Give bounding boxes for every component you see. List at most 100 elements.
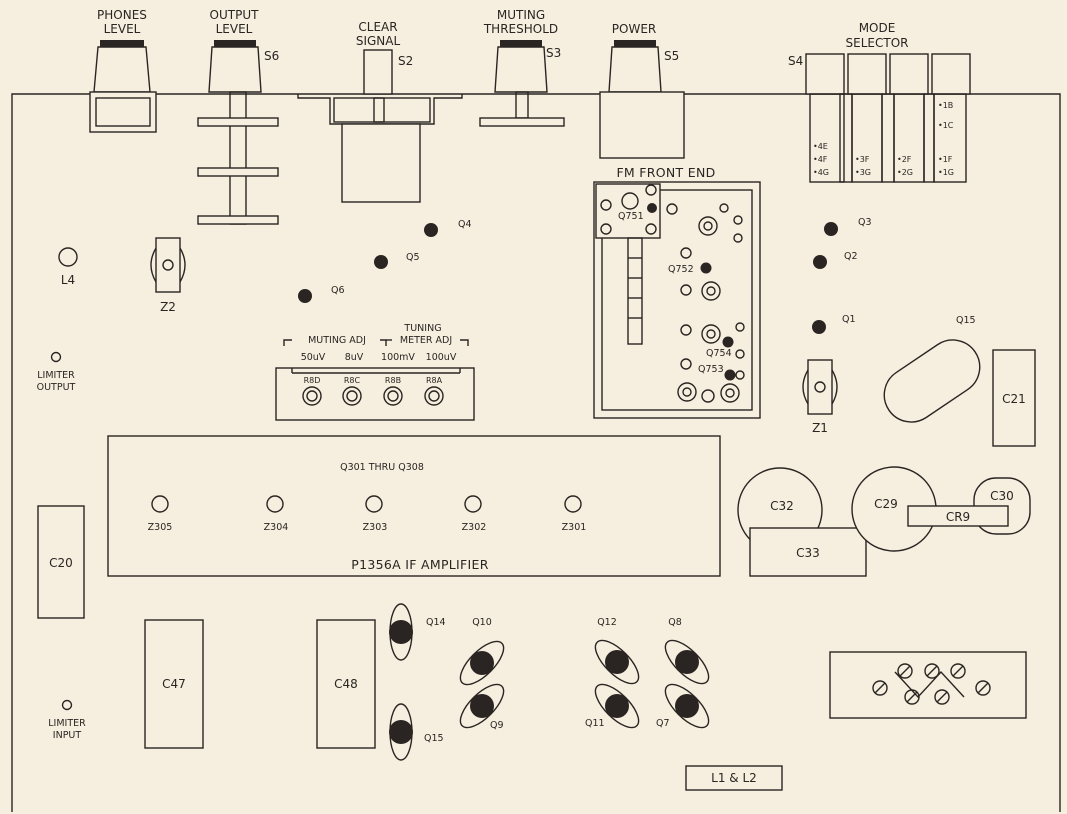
s3-label: S3 bbox=[546, 46, 561, 60]
output-level-label-1: OUTPUT bbox=[210, 8, 260, 22]
output-level-control[interactable]: OUTPUT LEVEL S6 bbox=[197, 8, 279, 225]
q14-label: Q14 bbox=[426, 617, 446, 628]
small-transistors: Q4 Q5 Q6 Q3 Q2 Q1 bbox=[298, 217, 872, 334]
pot-r8b[interactable] bbox=[383, 386, 403, 406]
output-level-bracket-2 bbox=[197, 167, 279, 177]
diode-cr9: CR9 bbox=[907, 505, 1009, 527]
coil-z1: Z1 bbox=[802, 359, 838, 435]
l1-l2-label: L1 & L2 bbox=[711, 771, 757, 785]
mode-switch-4 bbox=[809, 93, 845, 183]
z2-label: Z2 bbox=[160, 300, 176, 314]
terminal-strip bbox=[829, 651, 1027, 719]
limiter-input-label-2: INPUT bbox=[53, 730, 82, 741]
q15-top-label: Q15 bbox=[956, 315, 976, 326]
q6-dot bbox=[298, 289, 312, 303]
if-amplifier-label: P1356A IF AMPLIFIER bbox=[351, 557, 488, 572]
fm-front-end-outer bbox=[593, 181, 761, 419]
power-switch[interactable]: POWER S5 bbox=[599, 22, 685, 159]
fm-trimmer bbox=[701, 281, 721, 301]
q5-dot bbox=[374, 255, 388, 269]
terminal-screw bbox=[975, 680, 991, 696]
phones-level-control[interactable]: PHONES LEVEL bbox=[89, 8, 157, 133]
limiter-input-point bbox=[61, 699, 73, 711]
q752-label: Q752 bbox=[668, 264, 694, 275]
coil-l4: L4 bbox=[58, 247, 78, 287]
c47-label: C47 bbox=[162, 677, 186, 691]
if-stage-z303[interactable]: Z303 bbox=[363, 495, 388, 533]
q4-dot bbox=[424, 223, 438, 237]
pot-r8a[interactable] bbox=[424, 386, 444, 406]
adj-value-100uv: 100uV bbox=[426, 352, 457, 363]
mode-button-2 bbox=[889, 53, 929, 95]
output-level-shaft bbox=[229, 91, 247, 225]
muting-threshold-shaft bbox=[515, 91, 529, 119]
adj-value-50uv: 50uV bbox=[301, 352, 326, 363]
if-stage-z301[interactable]: Z301 bbox=[562, 495, 587, 533]
mode-selector[interactable]: MODE SELECTOR S4 •4E •4F •4G •3F •3G •2F… bbox=[788, 21, 971, 183]
q754-dot bbox=[722, 336, 734, 348]
if-amplifier-board: Q301 THRU Q308 Z305 Z304 Z303 Z302 Z301 … bbox=[107, 435, 721, 577]
q3-label: Q3 bbox=[858, 217, 872, 228]
fm-screw bbox=[666, 203, 678, 215]
mode-switch-gap-c bbox=[923, 93, 935, 183]
z1-body bbox=[807, 359, 833, 415]
contact-4f: •4F bbox=[813, 155, 828, 164]
q8-label: Q8 bbox=[668, 617, 682, 628]
muting-threshold-bracket bbox=[479, 117, 565, 127]
capacitor-c48: C48 bbox=[316, 619, 376, 749]
z2-body bbox=[155, 237, 181, 293]
limiter-output-point bbox=[50, 351, 62, 363]
mode-switch-gap-b bbox=[881, 93, 895, 183]
pot-r8d-label: R8D bbox=[304, 376, 321, 385]
muting-threshold-control[interactable]: MUTING THRESHOLD S3 bbox=[479, 8, 565, 127]
fm-front-end-title: FM FRONT END bbox=[616, 165, 715, 180]
z305-label: Z305 bbox=[148, 522, 173, 533]
if-stage-z304[interactable]: Z304 bbox=[264, 495, 289, 533]
if-stage-z302[interactable]: Z302 bbox=[462, 495, 487, 533]
s6-label: S6 bbox=[264, 49, 279, 63]
q11-label: Q11 bbox=[585, 718, 605, 729]
q5-label: Q5 bbox=[406, 252, 420, 263]
output-level-bracket-1 bbox=[197, 117, 279, 127]
muting-threshold-knob bbox=[494, 46, 548, 93]
limiter-output: LIMITER OUTPUT bbox=[37, 351, 76, 393]
transistor-q11: Q11 bbox=[585, 683, 640, 729]
if-amplifier-outline bbox=[107, 435, 721, 577]
q751-can bbox=[621, 192, 639, 210]
contact-3g: •3G bbox=[855, 168, 871, 177]
clear-signal-switch[interactable]: CLEAR SIGNAL S2 bbox=[297, 20, 463, 203]
pot-r8d[interactable] bbox=[302, 386, 322, 406]
fm-front-end-inner bbox=[601, 189, 753, 411]
chassis-outline bbox=[11, 93, 1061, 812]
c21-label: C21 bbox=[1002, 392, 1026, 406]
contact-1c: •1C bbox=[938, 121, 954, 130]
transistor-q15: Q15 bbox=[389, 703, 444, 761]
terminal-screw bbox=[897, 663, 913, 679]
q753-label: Q753 bbox=[698, 364, 724, 375]
clear-signal-label-1: CLEAR bbox=[358, 20, 397, 34]
tuning-label: TUNING bbox=[403, 323, 441, 334]
limiter-input-label-1: LIMITER bbox=[48, 718, 86, 729]
z1-label: Z1 bbox=[812, 421, 828, 435]
transistor-q8: Q8 bbox=[664, 617, 710, 685]
pot-r8c[interactable] bbox=[342, 386, 362, 406]
q12-label: Q12 bbox=[597, 617, 617, 628]
contact-4e: •4E bbox=[813, 142, 828, 151]
if-stage-z305[interactable]: Z305 bbox=[148, 495, 173, 533]
fm-trimmer bbox=[701, 324, 721, 344]
power-knob bbox=[608, 46, 662, 93]
q752-dot bbox=[700, 262, 712, 274]
limiter-output-label-1: LIMITER bbox=[37, 370, 75, 381]
s4-label: S4 bbox=[788, 54, 803, 68]
power-knob-cap bbox=[614, 40, 656, 47]
fm-trimmer bbox=[698, 216, 718, 236]
clear-signal-body bbox=[341, 123, 421, 203]
z303-label: Z303 bbox=[363, 522, 388, 533]
l1-l2-tag: L1 & L2 bbox=[685, 765, 783, 791]
q15-top-outline bbox=[883, 339, 981, 423]
q7-label: Q7 bbox=[656, 718, 670, 729]
phones-level-label-1: PHONES bbox=[97, 8, 147, 22]
limiter-output-label-2: OUTPUT bbox=[37, 382, 76, 393]
transistor-q7: Q7 bbox=[656, 683, 710, 729]
terminal-screw bbox=[872, 680, 888, 696]
